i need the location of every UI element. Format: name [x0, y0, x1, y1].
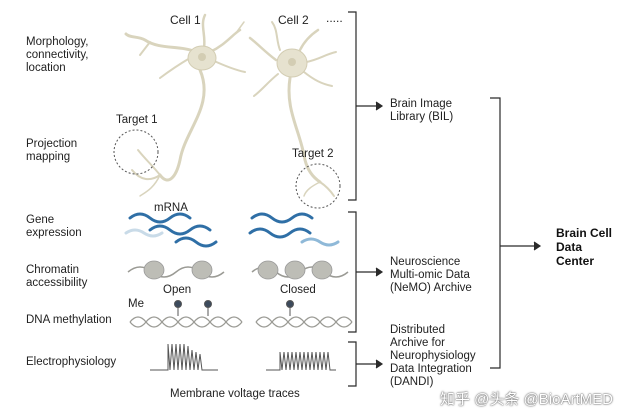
label-me: Me: [128, 298, 144, 310]
label-nemo-line-2: Multi-omic Data: [390, 269, 470, 281]
dna-helix-2: [255, 316, 353, 328]
chromatin-open: [127, 260, 225, 280]
label-chromatin-line-1: Chromatin: [26, 264, 80, 276]
label-brain-cell-data-center: Brain Cell Data Center: [556, 226, 612, 268]
voltage-trace-2: [266, 351, 336, 371]
label-ephys: Electrophysiology: [26, 356, 117, 368]
target-2-circle: [295, 163, 341, 209]
label-center-line-2: Data: [556, 240, 583, 254]
label-morphology: Morphology, connectivity, location: [26, 36, 88, 75]
label-dandi-line-3: Neurophysiology: [390, 350, 476, 362]
label-morphology-line-1: Morphology,: [26, 36, 89, 48]
label-mrna: mRNA: [154, 202, 188, 214]
label-dandi-line-4: Data Integration: [390, 363, 472, 375]
label-traces: Membrane voltage traces: [170, 388, 300, 400]
cell-2-nucleus: [288, 58, 296, 66]
label-cell-1: Cell 1: [170, 13, 201, 27]
dna-helix-1: [129, 316, 243, 328]
cell-1-nucleus: [198, 53, 206, 61]
label-center-line-1: Brain Cell: [556, 226, 613, 240]
label-morphology-line-2: connectivity,: [26, 49, 89, 61]
label-center-line-3: Center: [556, 254, 595, 268]
neuron-cell-1: [124, 13, 246, 197]
label-dandi-line-1: Distributed: [390, 324, 445, 336]
mrna-waves: [124, 212, 340, 248]
label-dandi: Distributed Archive for Neurophysiology …: [390, 324, 476, 389]
label-gene-line-1: Gene: [26, 214, 55, 226]
label-target-1: Target 1: [116, 114, 158, 126]
label-bil-line-1: Brain Image: [390, 98, 453, 110]
label-bil: Brain Image Library (BIL): [390, 98, 453, 124]
voltage-trace-1: [150, 343, 218, 371]
label-methylation: DNA methylation: [26, 314, 112, 326]
watermark: 知乎 @头条 @BioArtMED: [440, 391, 613, 408]
label-closed: Closed: [280, 284, 316, 296]
label-gene: Gene expression: [26, 214, 82, 240]
label-gene-line-2: expression: [26, 227, 82, 239]
label-cell-more: .....: [326, 11, 343, 25]
label-target-2: Target 2: [292, 148, 334, 160]
label-nemo: Neuroscience Multi-omic Data (NeMO) Arch…: [390, 256, 472, 295]
chromatin-closed: [251, 260, 349, 280]
label-chromatin: Chromatin accessibility: [26, 264, 87, 290]
label-cell-2: Cell 2: [278, 13, 309, 27]
label-dandi-line-2: Archive for: [390, 337, 445, 349]
methyl-pins: [174, 300, 294, 316]
label-projection-line-1: Projection: [26, 138, 78, 150]
label-nemo-line-3: (NeMO) Archive: [390, 282, 472, 294]
label-nemo-line-1: Neuroscience: [390, 256, 461, 268]
label-morphology-line-3: location: [26, 62, 66, 74]
label-projection: Projection mapping: [26, 138, 77, 164]
bracket-bil: [348, 11, 384, 201]
bracket-dandi: [348, 341, 384, 387]
label-open: Open: [163, 284, 192, 296]
target-1-circle: [113, 129, 159, 175]
label-chromatin-line-2: accessibility: [26, 277, 88, 289]
label-dandi-line-5: (DANDI): [390, 376, 434, 388]
bracket-center: [490, 97, 542, 369]
label-projection-line-2: mapping: [26, 151, 71, 163]
neuron-cell-2: [248, 21, 337, 197]
bracket-nemo: [348, 211, 384, 333]
label-bil-line-2: Library (BIL): [390, 111, 454, 123]
